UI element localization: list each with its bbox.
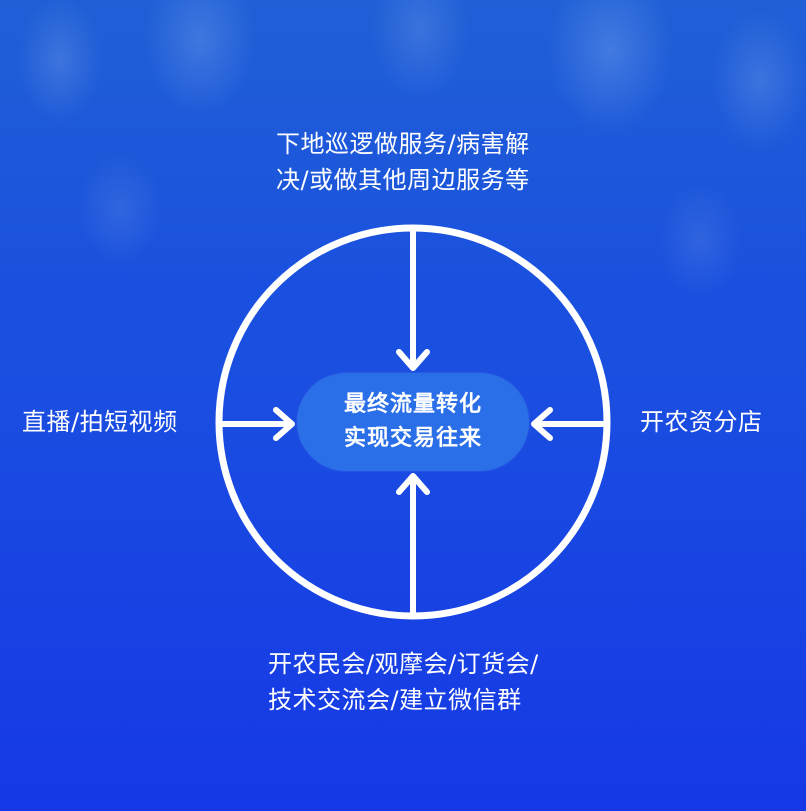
center-label-line-2: 实现交易往来 [343,426,482,451]
bottom-label-line-1: 开农民会/观摩会/订货会/ [268,650,539,678]
top-label: 下地巡逻做服务/病害解 决/或做其他周边服务等 [276,126,576,198]
top-label-line-2: 决/或做其他周边服务等 [276,166,530,194]
center-label-line-1: 最终流量转化 [343,392,482,417]
arrow-top-head [396,349,430,371]
left-label: 直播/拍短视频 [22,404,178,440]
arrow-right-head [531,407,553,441]
right-label: 开农资分店 [640,404,763,440]
arrow-left-head [273,407,295,441]
bottom-label: 开农民会/观摩会/订货会/ 技术交流会/建立微信群 [268,646,598,718]
left-label-text: 直播/拍短视频 [22,408,178,436]
background-photo [0,0,806,330]
bottom-label-line-2: 技术交流会/建立微信群 [268,686,522,714]
top-label-line-1: 下地巡逻做服务/病害解 [276,130,530,158]
right-label-text: 开农资分店 [640,408,763,436]
arrow-bottom-head [396,473,430,495]
center-pill: 最终流量转化 实现交易往来 [297,373,529,471]
